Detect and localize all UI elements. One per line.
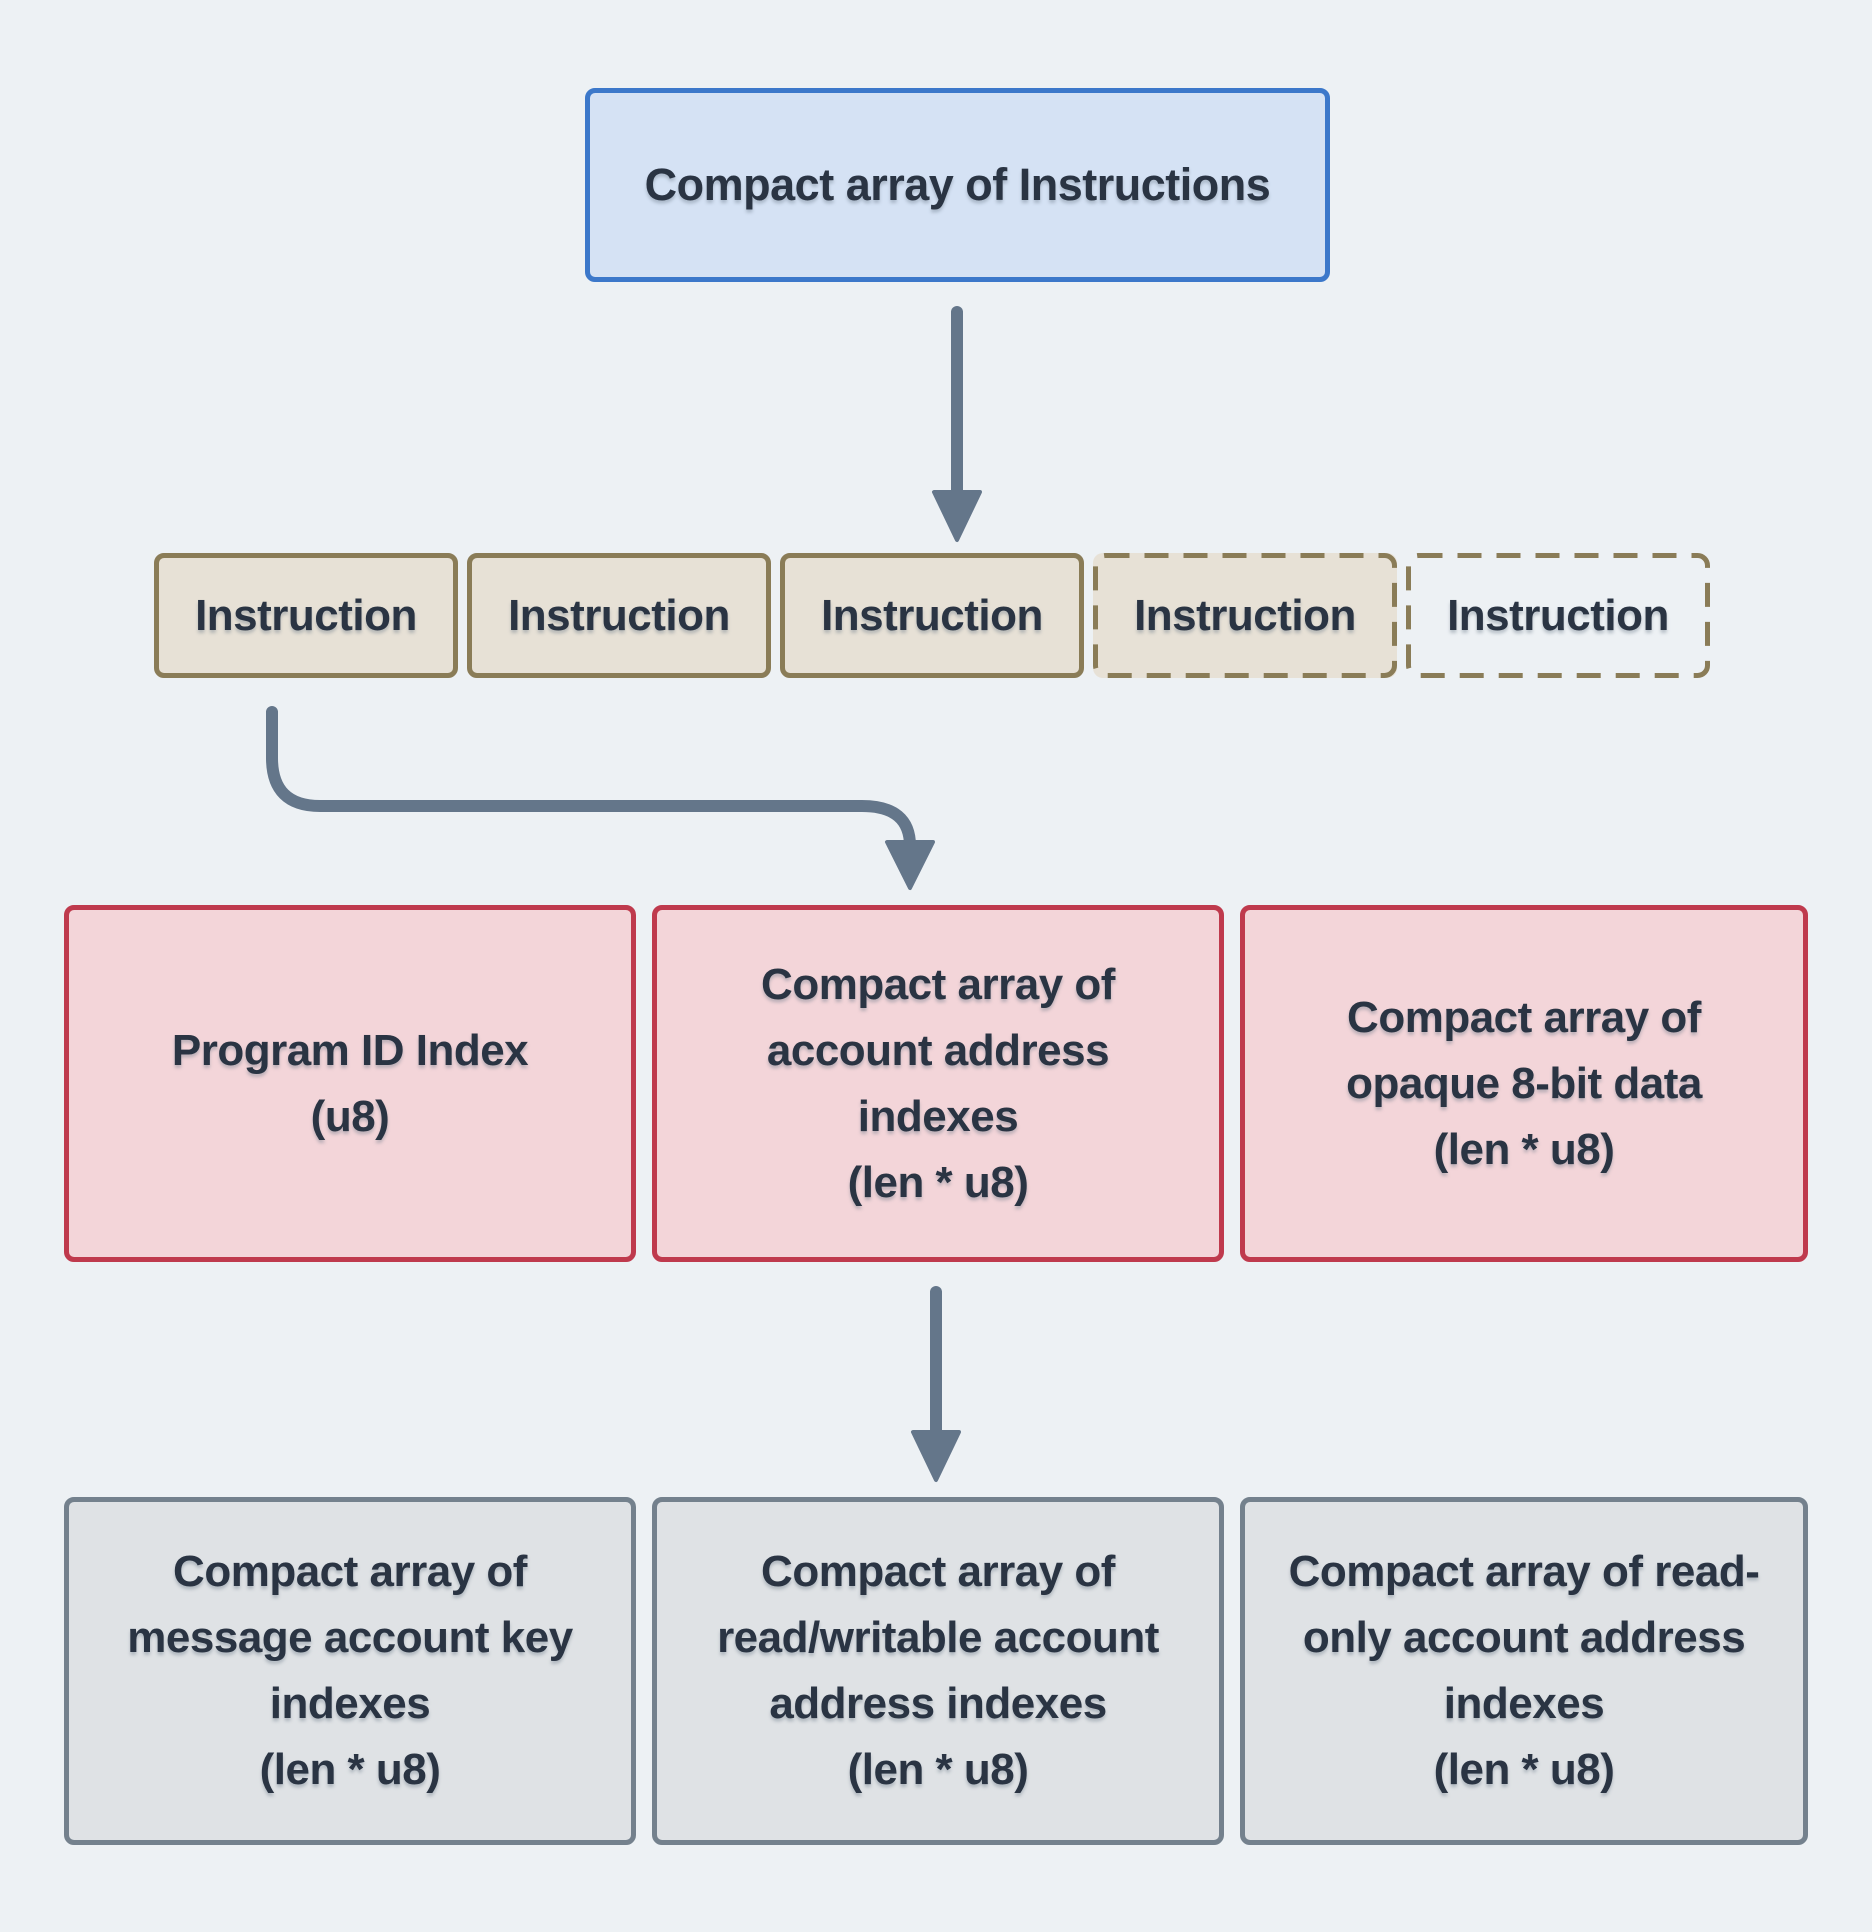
instruction-label: Instruction [821,590,1043,640]
instruction-label: Instruction [1134,590,1356,640]
account-address-indexes-box: Compact array of account address indexes… [652,905,1224,1262]
instruction-label: Instruction [195,590,417,640]
instruction-box-2: Instruction [467,553,771,678]
read-writable-account-indexes-label: Compact array of read/writable account a… [717,1547,1159,1794]
instruction-box-1: Instruction [154,553,458,678]
account-address-indexes-label: Compact array of account address indexes… [761,959,1115,1207]
instruction-label: Instruction [508,590,730,640]
program-id-index-label: Program ID Index (u8) [171,1025,529,1141]
elbow-arrow-down-icon [266,706,935,890]
message-account-key-indexes-box: Compact array of message account key ind… [64,1497,636,1845]
arrow-down-top-icon [932,306,982,542]
compact-array-of-instructions-label: Compact array of Instructions [644,159,1271,211]
dashed-border-icon [1406,553,1710,678]
instruction-box-3: Instruction [780,553,1084,678]
message-account-key-indexes-label: Compact array of message account key ind… [127,1547,573,1794]
instruction-box-5-dashed-empty: Instruction [1406,553,1710,678]
opaque-data-box: Compact array of opaque 8-bit data (len … [1240,905,1808,1262]
read-writable-account-indexes-box: Compact array of read/writable account a… [652,1497,1224,1845]
program-id-index-box: Program ID Index (u8) [64,905,636,1262]
read-only-account-indexes-label: Compact array of read- only account addr… [1288,1547,1760,1794]
dashed-border-icon [1093,553,1397,678]
instruction-label: Instruction [1447,590,1669,640]
compact-array-of-instructions-box: Compact array of Instructions [585,88,1330,282]
instruction-box-4-dashed: Instruction [1093,553,1397,678]
arrow-down-middle-icon [911,1286,961,1482]
read-only-account-indexes-box: Compact array of read- only account addr… [1240,1497,1808,1845]
opaque-data-label: Compact array of opaque 8-bit data (len … [1346,992,1702,1174]
